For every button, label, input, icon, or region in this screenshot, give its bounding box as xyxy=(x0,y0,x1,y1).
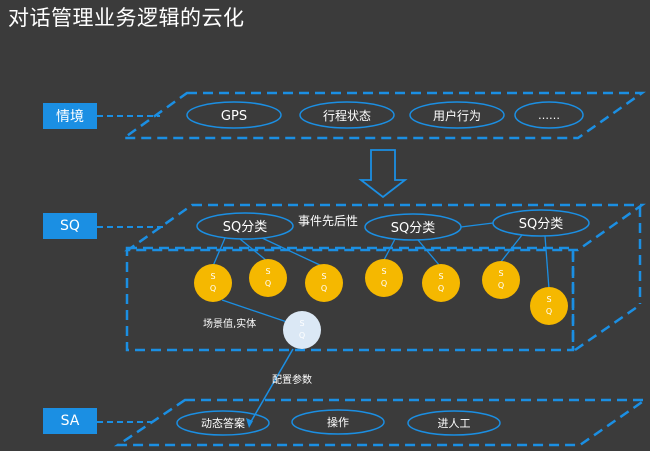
svg-text:Q: Q xyxy=(498,281,504,290)
scene-link xyxy=(221,299,288,323)
sa-layer-tag: SA xyxy=(43,408,97,434)
svg-text:S: S xyxy=(321,272,326,281)
svg-text:Q: Q xyxy=(265,279,271,288)
event-order-label: 事件先后性 xyxy=(298,214,358,228)
context-item-gps[interactable]: GPS xyxy=(186,101,282,129)
svg-text:用户行为: 用户行为 xyxy=(433,108,481,123)
page-title: 对话管理业务逻辑的云化 xyxy=(8,6,245,30)
svg-text:S: S xyxy=(498,269,503,278)
sq-node-container xyxy=(125,246,575,352)
svg-text:S: S xyxy=(299,319,304,328)
sq-node-2[interactable]: S Q xyxy=(249,259,287,297)
svg-text:Q: Q xyxy=(438,284,444,293)
svg-text:S: S xyxy=(381,267,386,276)
svg-text:SQ分类: SQ分类 xyxy=(223,220,268,235)
selected-sq-node[interactable]: S Q xyxy=(283,311,321,349)
svg-text:Q: Q xyxy=(210,284,216,293)
svg-text:GPS: GPS xyxy=(221,109,247,124)
svg-text:Q: Q xyxy=(299,331,305,340)
sq-category-3[interactable]: SQ分类 xyxy=(492,209,590,237)
context-item-more[interactable]: …… xyxy=(514,101,584,129)
svg-text:Q: Q xyxy=(321,284,327,293)
svg-text:S: S xyxy=(265,267,270,276)
svg-text:SQ分类: SQ分类 xyxy=(391,221,436,236)
category-connectors xyxy=(212,234,550,290)
context-item-user-behavior[interactable]: 用户行为 xyxy=(409,101,505,129)
svg-text:S: S xyxy=(210,272,215,281)
sq-category-2[interactable]: SQ分类 xyxy=(364,213,462,241)
sq-node-4[interactable]: S Q xyxy=(365,259,403,297)
config-arrowhead-icon xyxy=(246,418,253,428)
category-link-2-3 xyxy=(460,222,494,228)
sq-node-7[interactable]: S Q xyxy=(530,287,568,325)
svg-text:Q: Q xyxy=(546,307,552,316)
sq-node-3[interactable]: S Q xyxy=(305,264,343,302)
sa-plane xyxy=(113,398,650,447)
context-layer-tag: 情境 xyxy=(43,103,97,129)
sq-node-5[interactable]: S Q xyxy=(422,264,460,302)
sq-layer-tag: SQ xyxy=(43,213,97,239)
svg-text:动态答案: 动态答案 xyxy=(201,416,245,430)
svg-text:进人工: 进人工 xyxy=(438,417,471,430)
sq-node-6[interactable]: S Q xyxy=(482,261,520,299)
svg-text:行程状态: 行程状态 xyxy=(323,108,371,123)
sq-category-1[interactable]: SQ分类 xyxy=(196,212,294,240)
svg-text:Q: Q xyxy=(381,279,387,288)
svg-text:SQ分类: SQ分类 xyxy=(519,217,564,232)
context-item-trip-status[interactable]: 行程状态 xyxy=(299,101,395,129)
sq-node-1[interactable]: S Q xyxy=(194,264,232,302)
scene-label: 场景值,实体 xyxy=(203,317,256,330)
context-plane xyxy=(120,91,646,140)
sa-item-dynamic-answer[interactable]: 动态答案 xyxy=(176,410,270,436)
sa-item-human-handoff[interactable]: 进人工 xyxy=(407,410,501,436)
svg-text:S: S xyxy=(546,295,551,304)
svg-text:S: S xyxy=(438,272,443,281)
config-label: 配置参数 xyxy=(272,373,312,386)
svg-text:……: …… xyxy=(538,109,560,122)
down-arrow-icon xyxy=(358,149,408,199)
sq-plane xyxy=(124,203,646,252)
svg-text:操作: 操作 xyxy=(327,415,349,429)
box-bottom-diagonal xyxy=(574,303,641,352)
config-arrow xyxy=(248,348,294,426)
sa-item-operation[interactable]: 操作 xyxy=(291,409,385,435)
